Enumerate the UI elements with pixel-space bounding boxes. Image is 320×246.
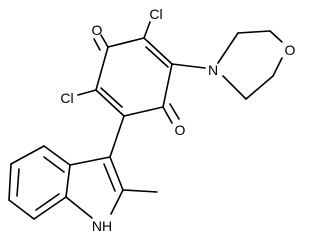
- bond-n1-c7a: [65, 196, 93, 219]
- bond-c6-c1: [95, 46, 109, 91]
- atom-n-morpholine: N: [208, 62, 218, 78]
- structure-canvas: O Cl Cl N O O NH: [8, 6, 296, 234]
- atom-cl-top: Cl: [149, 6, 162, 22]
- bond-c2-n1: [110, 189, 124, 215]
- bond-ch2-o-a: [269, 30, 283, 43]
- bond-c3a-c4: [43, 145, 71, 166]
- bond-c1-o-top-b: [93, 38, 101, 51]
- bond-ch2-ch2-b: [245, 75, 274, 100]
- bond-c2-c3: [143, 37, 173, 65]
- atom-o-top: O: [92, 22, 103, 38]
- bond-c3-n: [171, 63, 206, 69]
- bond-c6-c7: [8, 199, 35, 220]
- bond-c4-o-bottom-a: [162, 106, 173, 124]
- bond-c2-methyl: [122, 189, 158, 193]
- bond-c6-cl-left: [77, 89, 97, 96]
- bond-c3-c4: [162, 63, 173, 108]
- bond-c7-c7a: [33, 196, 67, 220]
- bond-c5-c6-double: [100, 87, 123, 108]
- bond-ch2-n-b: [222, 75, 247, 100]
- bond-ch2-ch2-a: [237, 30, 271, 34]
- bond-c5-c6: [8, 163, 12, 201]
- bond-c2-c3-double: [145, 46, 169, 68]
- bond-c2-cl-top: [143, 21, 151, 39]
- chemical-structure-diagram: O Cl Cl N O O NH: [8, 6, 296, 234]
- atom-o-morpholine: O: [285, 42, 296, 58]
- bond-c4-c5: [10, 145, 45, 165]
- bond-n-ch2-a: [217, 32, 239, 64]
- indole-pyrrole-ring: [65, 156, 124, 219]
- bond-c4-o-bottom-b: [169, 103, 180, 120]
- indole-benzene-ring: [8, 145, 71, 220]
- bond-o-ch2-b: [272, 57, 283, 77]
- bond-c3a-c4-double: [43, 156, 65, 173]
- atom-nh-indole: NH: [92, 218, 112, 234]
- morpholine-ring: [171, 30, 283, 100]
- bond-c4-c5: [123, 106, 164, 117]
- bond-c3a-c3: [69, 156, 111, 166]
- bond-c5-c6: [95, 89, 125, 117]
- atom-cl-left: Cl: [60, 90, 73, 106]
- bond-c5-c6-double: [16, 168, 20, 197]
- bond-c5-indole-c3: [109, 115, 125, 158]
- carbonyl-bottom: [162, 103, 180, 124]
- quinone-ring: [95, 37, 173, 117]
- bond-c3-c2: [109, 156, 124, 191]
- bond-c3-c2-double: [103, 163, 116, 192]
- bond-c7-c7a-double: [35, 193, 60, 211]
- bond-c1-c2: [107, 37, 145, 48]
- bond-c1-o-top-a: [100, 34, 109, 48]
- bond-c7a-c3a: [65, 164, 71, 198]
- carbonyl-top: [93, 34, 109, 51]
- atom-o-bottom: O: [175, 122, 186, 138]
